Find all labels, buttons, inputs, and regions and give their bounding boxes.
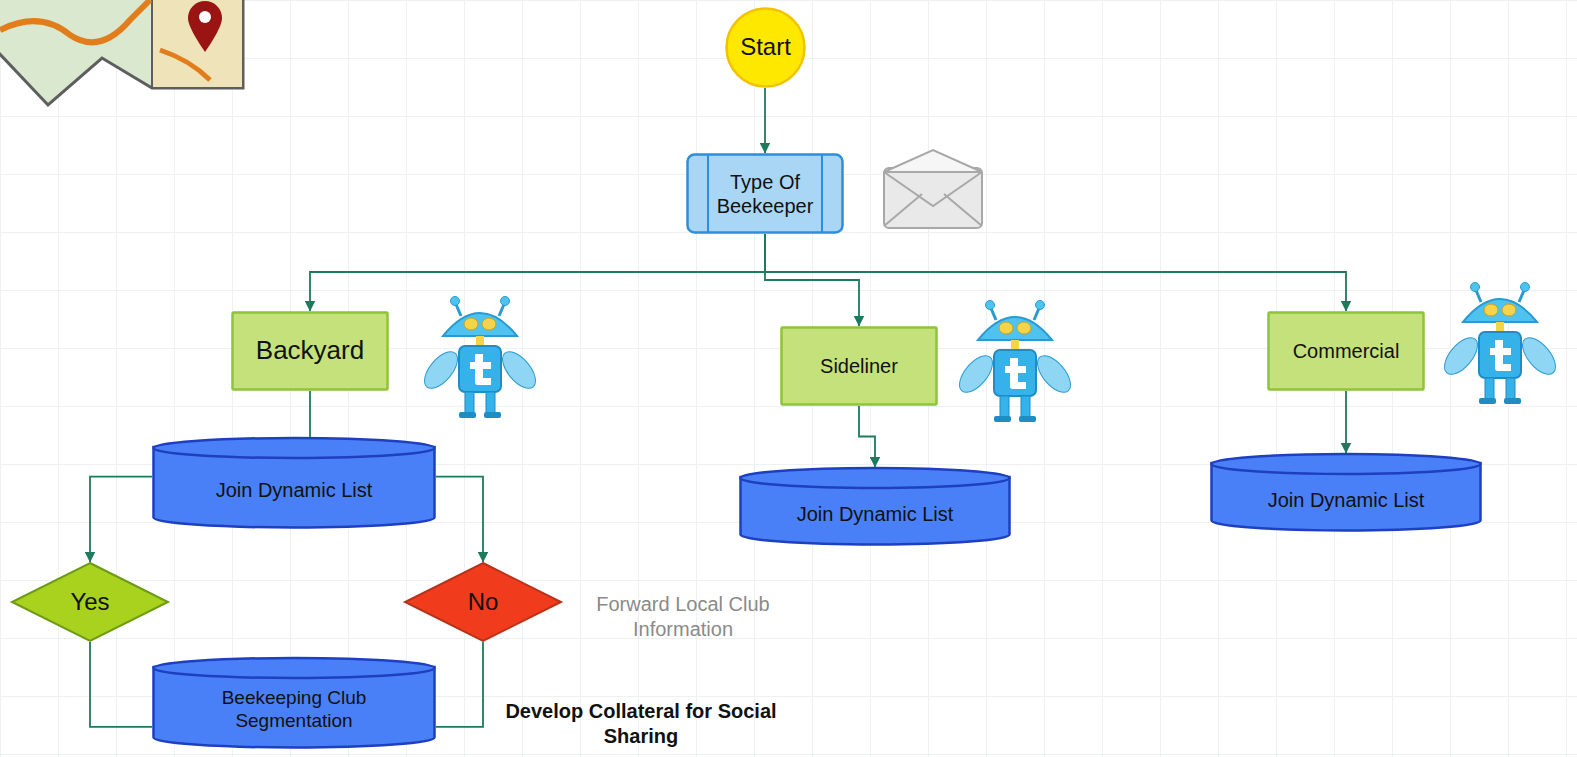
node-text: Type Of Beekeeper bbox=[713, 170, 817, 218]
database-cylinder: Join Dynamic List bbox=[739, 467, 1011, 546]
category-box: Commercial bbox=[1267, 311, 1425, 391]
flow-connector bbox=[90, 642, 152, 727]
flow-connector bbox=[765, 234, 859, 326]
map-icon bbox=[0, 0, 243, 105]
node-text: Beekeeping Club Segmentation bbox=[170, 687, 418, 733]
database-cylinder: Join Dynamic List bbox=[152, 437, 436, 529]
flow-connector bbox=[436, 477, 483, 562]
robot-icon bbox=[953, 301, 1076, 423]
node-text: Commercial bbox=[1293, 339, 1400, 363]
label-text: Develop Collateral for Social Sharing bbox=[505, 700, 776, 747]
start-circle: Start bbox=[725, 7, 806, 88]
flow-connector bbox=[859, 406, 875, 467]
category-box: Backyard bbox=[231, 311, 389, 391]
flow-connector bbox=[436, 642, 483, 727]
envelope-icon bbox=[884, 150, 982, 228]
flow-connector bbox=[765, 234, 1346, 311]
process-box: Type Of Beekeeper bbox=[686, 153, 844, 234]
flow-connector bbox=[764, 88, 766, 153]
decision-diamond: Yes bbox=[11, 562, 169, 642]
node-text: Yes bbox=[70, 588, 109, 617]
note-label: Develop Collateral for Social Sharing bbox=[500, 699, 782, 749]
database-cylinder: Beekeeping Club Segmentation bbox=[152, 657, 436, 749]
node-text: Sideliner bbox=[820, 354, 898, 378]
robot-icon bbox=[418, 297, 541, 419]
note-label: Forward Local Club Information bbox=[570, 592, 796, 642]
node-text: No bbox=[468, 588, 499, 617]
label-text: Forward Local Club Information bbox=[596, 593, 769, 640]
flow-connector bbox=[310, 234, 765, 311]
robot-icon bbox=[1438, 283, 1561, 405]
process-box-outline bbox=[686, 153, 844, 234]
decision-diamond: No bbox=[404, 562, 562, 642]
flow-connector bbox=[309, 391, 311, 438]
node-text: Join Dynamic List bbox=[797, 502, 954, 526]
category-box: Sideliner bbox=[780, 326, 938, 406]
flow-connector bbox=[1345, 391, 1347, 453]
node-text: Start bbox=[740, 33, 791, 62]
flow-connector bbox=[90, 477, 152, 562]
node-text: Join Dynamic List bbox=[1268, 488, 1425, 512]
database-cylinder: Join Dynamic List bbox=[1210, 453, 1482, 532]
node-text: Backyard bbox=[256, 335, 364, 366]
node-text: Join Dynamic List bbox=[216, 478, 373, 502]
